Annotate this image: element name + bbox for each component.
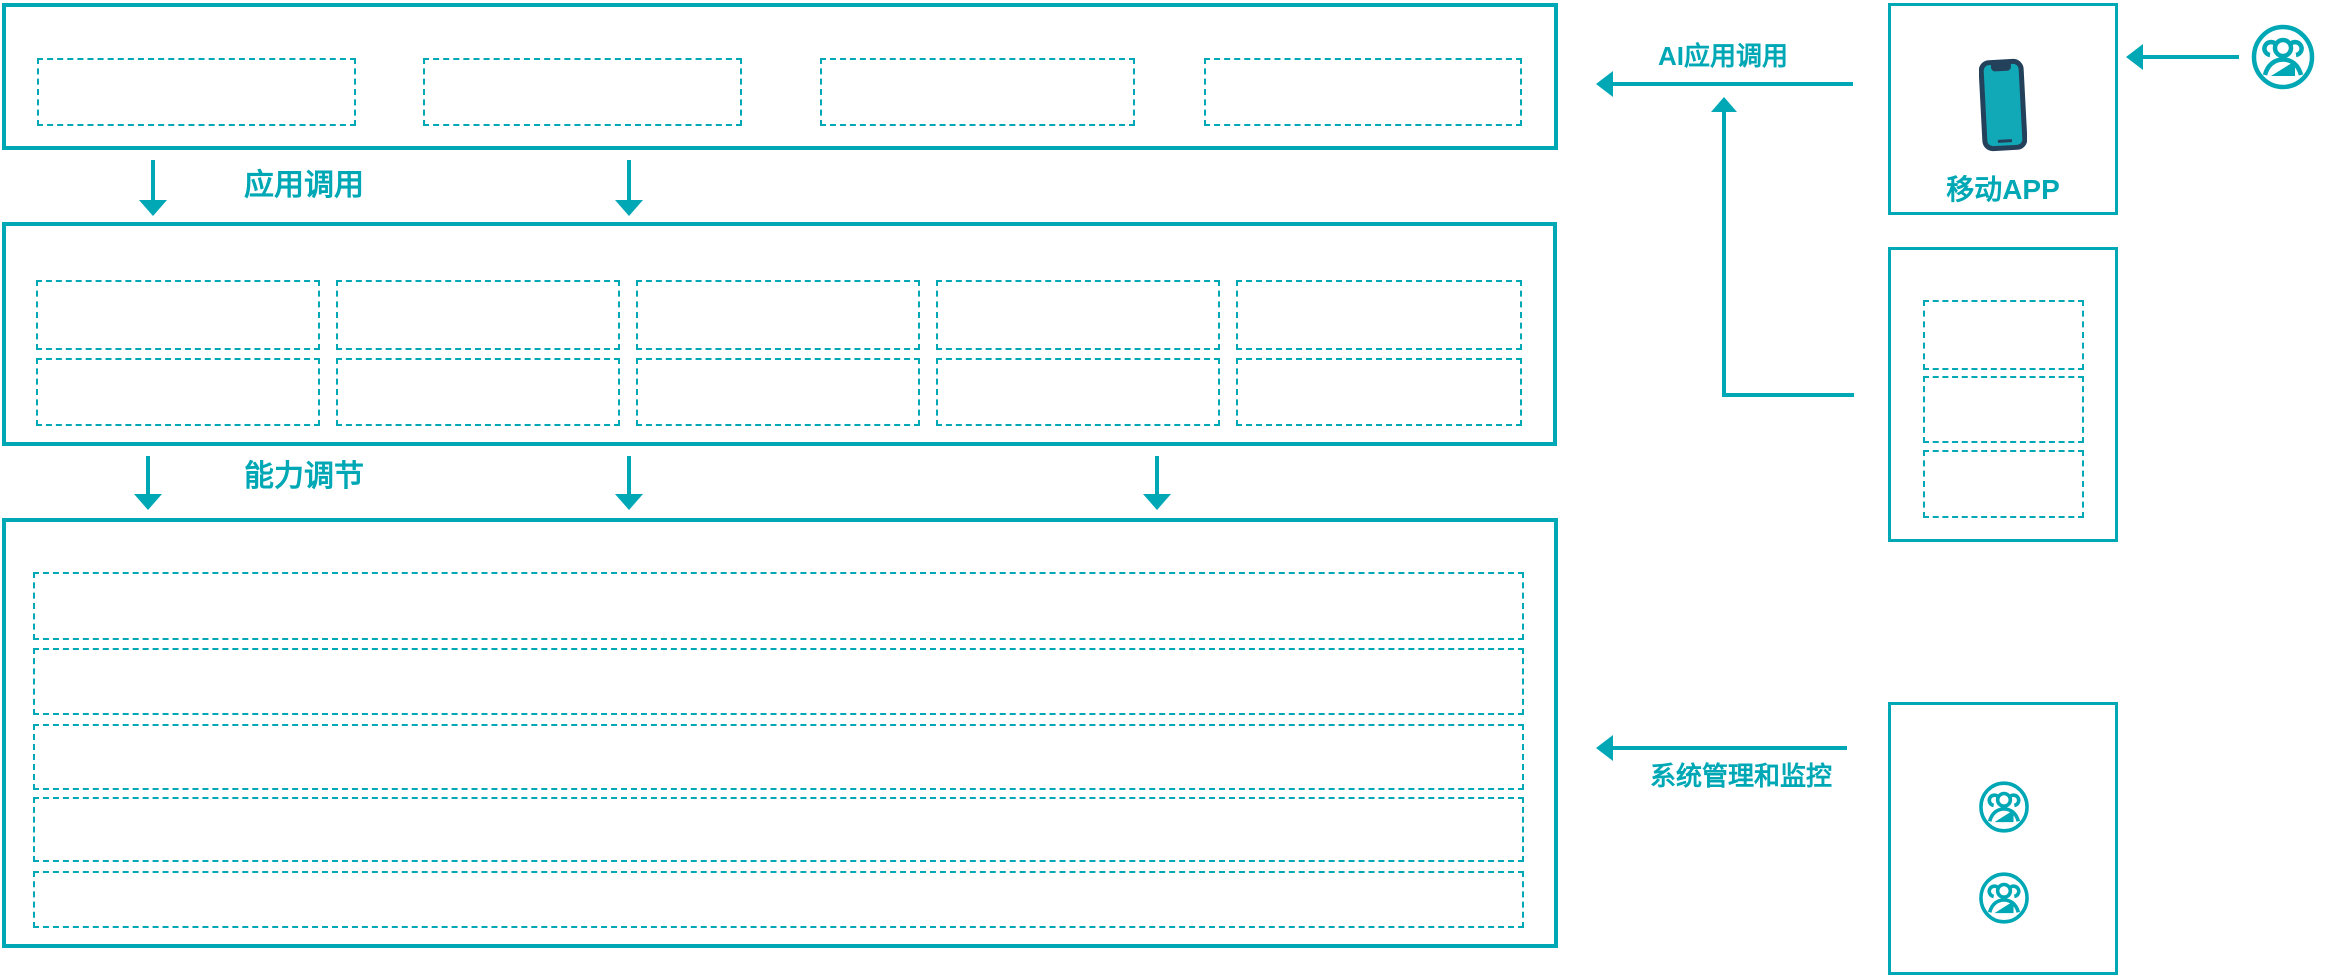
mobile-app-label: 移动APP: [1946, 174, 2060, 205]
down-arrow-shaft: [627, 160, 631, 202]
placeholder-row: [33, 572, 1524, 640]
users-group-icon: [2251, 24, 2315, 90]
placeholder-box: [1923, 376, 2084, 443]
down-arrow-icon: [134, 494, 162, 510]
placeholder-box: [820, 58, 1135, 126]
down-arrow-icon: [1143, 494, 1171, 510]
placeholder-box: [1923, 450, 2084, 518]
user-arrow-shaft: [2142, 55, 2239, 59]
down-arrow-shaft: [1155, 456, 1159, 496]
down-arrow-icon: [615, 494, 643, 510]
placeholder-box: [1923, 300, 2084, 370]
placeholder-box: [936, 280, 1220, 350]
placeholder-box: [636, 280, 920, 350]
ai-app-call-label: AI应用调用: [1658, 41, 1789, 71]
left-arrow-icon: [1596, 71, 1613, 97]
system-mgmt-label: 系统管理和监控: [1650, 761, 1833, 791]
capability-label: 能力调节: [244, 460, 364, 493]
elbow-connector-horizontal: [1722, 393, 1854, 397]
placeholder-box: [336, 358, 620, 426]
smartphone-icon: [1979, 58, 2027, 152]
placeholder-box: [36, 280, 320, 350]
placeholder-box: [36, 358, 320, 426]
system-mgmt-arrow-shaft: [1612, 746, 1847, 750]
ai-call-arrow-shaft: [1612, 82, 1853, 86]
placeholder-row: [33, 871, 1524, 928]
placeholder-box: [636, 358, 920, 426]
down-arrow-icon: [615, 200, 643, 216]
users-group-icon: [1979, 872, 2029, 924]
placeholder-box: [37, 58, 356, 126]
placeholder-row: [33, 724, 1524, 790]
placeholder-box: [936, 358, 1220, 426]
left-arrow-icon: [1596, 735, 1613, 761]
app-call-label: 应用调用: [244, 169, 364, 202]
middle-layer-container: [2, 222, 1557, 446]
admin-users-box: [1888, 702, 2118, 975]
placeholder-box: [1204, 58, 1522, 126]
placeholder-row: [33, 648, 1524, 715]
elbow-connector-vertical: [1722, 111, 1726, 397]
placeholder-box: [336, 280, 620, 350]
placeholder-box: [1236, 358, 1522, 426]
down-arrow-shaft: [627, 456, 631, 496]
up-arrow-icon: [1711, 97, 1737, 112]
bottom-layer-container: [2, 518, 1558, 948]
down-arrow-shaft: [151, 160, 155, 202]
right-gateway-panel: [1888, 247, 2118, 542]
placeholder-row: [33, 797, 1524, 862]
placeholder-box: [423, 58, 742, 126]
left-arrow-icon: [2126, 44, 2143, 70]
down-arrow-icon: [139, 200, 167, 216]
placeholder-box: [1236, 280, 1522, 350]
users-group-icon: [1979, 781, 2029, 833]
down-arrow-shaft: [146, 456, 150, 496]
